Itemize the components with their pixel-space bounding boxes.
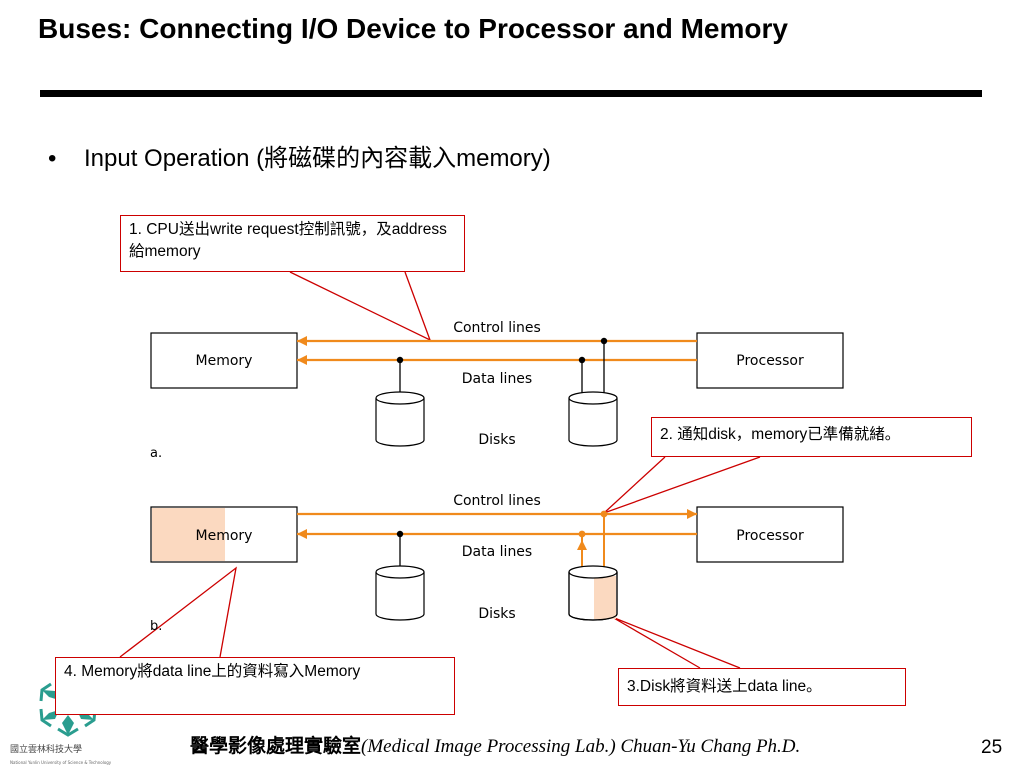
disks-label-a: Disks: [478, 432, 515, 448]
bullet-marker: •: [48, 145, 57, 172]
callout-4-pointer: [119, 566, 237, 658]
footer-lab-credit: 醫學影像處理實驗室(Medical Image Processing Lab.)…: [190, 733, 800, 760]
memory-highlight-b: [152, 508, 225, 561]
control-arrow-a: [297, 336, 307, 346]
logo-caption: 國立雲林科技大學: [10, 745, 83, 755]
data-lines-label-b: Data lines: [462, 544, 532, 560]
processor-label-a: Processor: [736, 353, 804, 369]
disk-1-a: [375, 398, 425, 447]
memory-label-b: Memory: [196, 528, 253, 544]
bullet-input-operation: Input Operation (將磁碟的內容載入memory): [84, 145, 551, 172]
disks-label-b: Disks: [478, 606, 515, 622]
footer-lab-en: (Medical Image Processing Lab.) Chuan-Yu…: [361, 736, 801, 757]
processor-box-a: [696, 332, 844, 389]
control-lines-label-a: Control lines: [453, 320, 541, 336]
callout-step-2: 2. 通知disk，memory已準備就緒。: [651, 417, 972, 457]
data-lines-label-a: Data lines: [462, 371, 532, 387]
panel-a: Memory Processor Control lines Data line…: [150, 320, 844, 461]
logo-subcaption: National Yunlin University of Science & …: [10, 760, 112, 765]
disk-2-a: [568, 398, 618, 447]
callout-pointers: [119, 271, 761, 669]
callout-3-pointer: [611, 616, 741, 669]
control-lines-label-b: Control lines: [453, 493, 541, 509]
disk-highlight-b: [594, 576, 616, 619]
callout-2-pointer: [603, 456, 761, 514]
disk-1-b: [375, 572, 425, 621]
memory-label-a: Memory: [196, 353, 253, 369]
page-number: 25: [981, 737, 1003, 758]
callout-step-4: 4. Memory將data line上的資料寫入Memory: [55, 657, 455, 715]
slide-title: Buses: Connecting I/O Device to Processo…: [38, 13, 788, 44]
footer-lab-zh: 醫學影像處理實驗室: [190, 735, 362, 757]
panel-label-a: a.: [150, 446, 162, 461]
callout-step-1: 1. CPU送出write request控制訊號，及address給memor…: [120, 215, 465, 272]
title-divider: [40, 90, 982, 97]
data-arrow-a: [297, 355, 307, 365]
panel-b: Memory Processor Control lines Data line…: [150, 493, 844, 634]
processor-label-b: Processor: [736, 528, 804, 544]
callout-1-pointer: [289, 271, 432, 342]
control-arrow-b: [687, 509, 697, 519]
processor-box-b: [696, 506, 844, 563]
callout-step-3: 3.Disk將資料送上data line。: [618, 668, 906, 706]
panel-label-b: b.: [150, 619, 162, 634]
data-arrow-b: [297, 529, 307, 539]
